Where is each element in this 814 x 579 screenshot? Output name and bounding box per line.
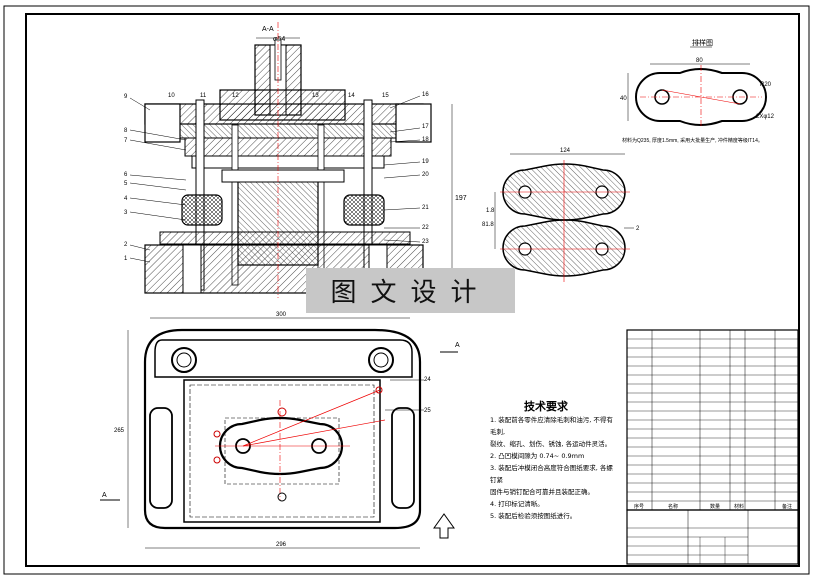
- dim-strip-pitch: 124: [560, 148, 571, 154]
- dim-part-width: 80: [696, 58, 703, 64]
- callout-22: 22: [422, 225, 429, 231]
- callout-14: 14: [348, 93, 355, 99]
- section-label-top: A-A: [262, 26, 274, 33]
- callout-16: 16: [422, 92, 429, 98]
- callout-1: 1: [124, 256, 128, 262]
- requirement-3b: 固件与销钉配合可靠并且装配正确。: [490, 488, 594, 496]
- callout-23: 23: [422, 239, 429, 245]
- requirement-4: 4. 打印标记清晰。: [490, 500, 544, 508]
- callout-3: 3: [124, 210, 128, 216]
- callout-19: 19: [422, 159, 429, 165]
- requirements-title: 技术要求: [524, 400, 568, 413]
- dim-part-holes: 2Xφ12: [756, 114, 775, 120]
- requirement-5: 5. 装配后检验须按图纸进行。: [490, 512, 577, 520]
- section-mark-a-top: A: [455, 342, 460, 349]
- dim-top-width: φ54: [273, 36, 285, 43]
- dim-strip-height: 81.8: [482, 222, 494, 228]
- callout-2: 2: [124, 242, 128, 248]
- callout-10: 10: [168, 93, 175, 99]
- callout-25: 25: [424, 408, 431, 414]
- strip-layout: 124 81.8 1.8 2: [482, 148, 640, 282]
- requirement-2: 2. 凸凹模间隙为 0.74~ 0.9mm: [490, 452, 585, 460]
- plan-view: 300 265 296 A A: [100, 312, 460, 549]
- inner-border: [25, 13, 800, 567]
- watermark-banner: 图文设计: [306, 268, 515, 313]
- callout-4: 4: [124, 196, 128, 202]
- strip-label: 排样图: [692, 38, 713, 47]
- callout-20: 20: [422, 172, 429, 178]
- outer-border: [3, 5, 810, 575]
- callout-11: 11: [200, 93, 207, 99]
- callout-6: 6: [124, 172, 128, 178]
- dim-press-height: 197: [455, 195, 467, 202]
- dim-strip-gap: 2: [636, 226, 640, 232]
- dim-part-height: 40: [620, 96, 627, 102]
- bom-header-material: 材料: [734, 503, 744, 510]
- bom-header-qty: 数量: [710, 503, 720, 510]
- part-drawing: 排样图 80 40 R20 2Xφ12 材料为Q235, 厚度1.5mm, 采用…: [620, 38, 775, 144]
- part-note: 材料为Q235, 厚度1.5mm, 采用大批量生产, 冲件精度等级IT14。: [622, 137, 763, 144]
- dim-base-total: 296: [276, 542, 287, 548]
- callout-21: 21: [422, 205, 429, 211]
- bill-of-materials: [626, 329, 799, 565]
- callout-12: 12: [232, 93, 239, 99]
- requirements-list: 1. 装配前各零件应清除毛刺和油污, 不得有毛刺, 裂纹、缩孔、划伤、锈蚀, 各…: [490, 414, 618, 522]
- section-mark-a-bottom: A: [102, 492, 107, 499]
- callout-17: 17: [422, 124, 429, 130]
- bom-header-remark: 备注: [782, 503, 792, 510]
- callout-8: 8: [124, 128, 128, 134]
- dim-strip-edge: 1.8: [486, 208, 495, 214]
- callout-15: 15: [382, 93, 389, 99]
- requirement-1b: 裂纹、缩孔、划伤、锈蚀, 各运动件灵活。: [490, 440, 612, 448]
- requirement-3: 3. 装配后冲模闭合高度符合图纸要求, 各螺钉紧: [490, 464, 613, 484]
- section-view-assembly: A-A φ54 197: [124, 22, 467, 298]
- bom-header-name: 名称: [668, 503, 678, 510]
- dim-base-width: 300: [276, 312, 287, 318]
- bom-header-no: 序号: [634, 503, 644, 510]
- callout-24: 24: [424, 377, 431, 383]
- callout-18: 18: [422, 137, 429, 143]
- dim-part-radius: R20: [760, 82, 772, 88]
- requirement-1: 1. 装配前各零件应清除毛刺和油污, 不得有毛刺,: [490, 416, 613, 436]
- callout-9: 9: [124, 94, 128, 100]
- dim-base-height: 265: [114, 428, 125, 434]
- callout-5: 5: [124, 181, 128, 187]
- callout-13: 13: [312, 93, 319, 99]
- callout-7: 7: [124, 138, 128, 144]
